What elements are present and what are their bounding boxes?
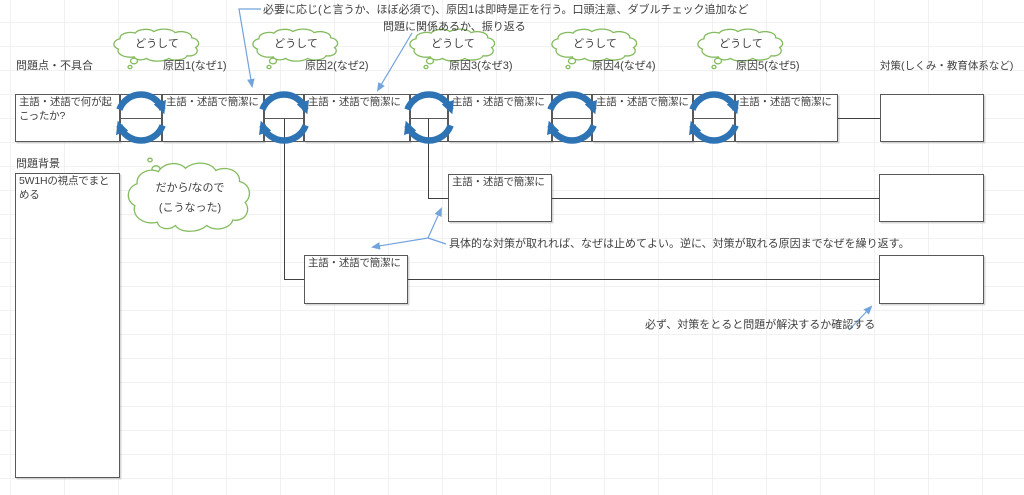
cause3-box[interactable]: 主語・述語で簡潔に (448, 94, 552, 142)
col-header-cause2: 原因2(なぜ2) (305, 60, 369, 72)
why-cloud-1-tail2 (127, 64, 133, 70)
cause3-box-text: 主語・述語で簡潔に (452, 96, 545, 108)
cycle-arrow-4[interactable] (547, 91, 597, 144)
arrow-relevance-check[interactable] (376, 32, 413, 92)
why-cloud-4-tail2 (565, 64, 571, 70)
branch-cause-box-row3[interactable]: 主語・述語で簡潔に (304, 255, 408, 304)
col-header-cause3: 原因3(なぜ3) (449, 60, 513, 72)
problem-background-box[interactable]: 5W1Hの視点でまとめる (15, 173, 120, 478)
why-cloud-1-tail (129, 57, 139, 65)
cause4-box[interactable]: 主語・述語で簡潔に (592, 94, 693, 142)
cycle-arrow-1[interactable] (116, 91, 166, 144)
cycle-arrow-2[interactable] (259, 91, 309, 144)
cause5-box-text: 主語・述語で簡潔に (739, 96, 832, 108)
branch-cause-row3-text: 主語・述語で簡潔に (308, 257, 401, 269)
why-cloud-1-label: どうして (135, 38, 179, 50)
why-cloud-5-label: どうして (719, 38, 763, 50)
col-header-cause1: 原因1(なぜ1) (163, 60, 227, 72)
why-cloud-2-tail2 (266, 64, 272, 70)
arrow-stoprule-leader[interactable] (427, 237, 447, 245)
why-cloud-4-label: どうして (573, 38, 617, 50)
problem-box-text: 主語・述語で何が起こったか? (19, 96, 112, 122)
result-cloud-line1: だから/なので (155, 182, 225, 194)
note-stop-rule: 具体的な対策が取れれば、なぜは止めてよい。逆に、対策が取れる原因までなぜを繰り返… (449, 238, 910, 250)
branch-cause-box-row2[interactable]: 主語・述語で簡潔に (448, 174, 552, 222)
countermeasure-box-2[interactable] (879, 174, 984, 222)
result-cloud[interactable] (127, 162, 251, 233)
problem-box[interactable]: 主語・述語で何が起こったか? (15, 94, 120, 142)
col-header-countermeasure: 対策(しくみ・教育体系など) (880, 60, 1014, 72)
note-immediate-fix: 必要に応じ(と言うか、ほぼ必須で)、原因1は即時是正を行う。口頭注意、ダブルチェ… (263, 4, 749, 16)
why-cloud-2-label: どうして (274, 38, 318, 50)
why-cloud-3-tail2 (423, 64, 429, 70)
note-verify: 必ず、対策をとると問題が解決するか確認する (645, 319, 876, 331)
cause5-box[interactable]: 主語・述語で簡潔に (735, 94, 838, 142)
cause1-box[interactable]: 主語・述語で簡潔に (162, 94, 264, 142)
why-cloud-5-tail (713, 57, 723, 65)
col-header-problem: 問題点・不具合 (16, 60, 93, 72)
cycle-arrow-5[interactable] (689, 91, 739, 144)
branch-cause-row2-text: 主語・述語で簡潔に (452, 176, 545, 188)
why-cloud-2-tail (268, 57, 278, 65)
problem-background-text: 5W1Hの視点でまとめる (19, 175, 110, 201)
col-header-cause4: 原因4(なぜ4) (592, 60, 656, 72)
result-cloud-tail (151, 165, 161, 173)
why-cloud-3-label: どうして (431, 38, 475, 50)
cause2-box-text: 主語・述語で簡潔に (308, 96, 401, 108)
note-relevance-check: 問題に関係あるか、振り返る (383, 21, 526, 33)
cause1-box-text: 主語・述語で簡潔に (166, 96, 259, 108)
cause4-box-text: 主語・述語で簡潔に (596, 96, 689, 108)
countermeasure-box-3[interactable] (879, 255, 984, 304)
why-cloud-4-tail (567, 57, 577, 65)
result-cloud-line2: (こうなった) (158, 202, 222, 214)
why-cloud-5-tail2 (711, 64, 717, 70)
countermeasure-box-1[interactable] (880, 94, 984, 142)
label-problem-background: 問題背景 (16, 158, 60, 170)
why-cloud-3-tail (425, 57, 435, 65)
arrow-stoprule-down[interactable] (371, 237, 429, 250)
cycle-arrow-3[interactable] (404, 91, 454, 144)
arrow-stoprule-up[interactable] (427, 207, 442, 239)
result-cloud-tail2 (147, 157, 153, 163)
col-header-cause5: 原因5(なぜ5) (736, 60, 800, 72)
cause2-box[interactable]: 主語・述語で簡潔に (304, 94, 410, 142)
